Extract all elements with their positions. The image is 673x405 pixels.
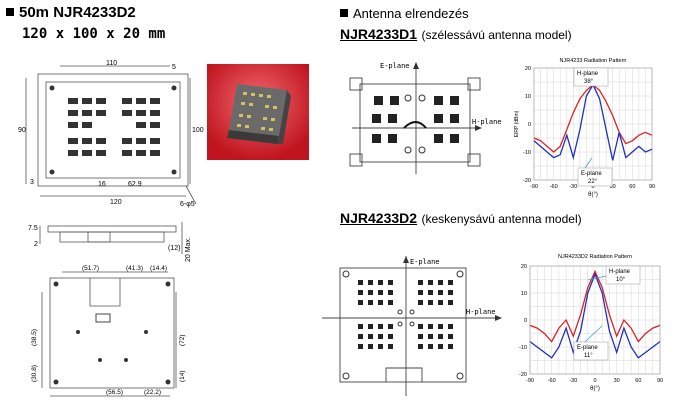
x-tick-label: 90 [657,378,663,384]
dim-22-2: (22.2) [144,389,161,396]
x-axis-label: θ(°) [590,386,600,392]
y-tick-label: 20 [525,66,531,72]
annotation-arrow [587,275,607,281]
dim-120: 120 [110,199,122,206]
y-axis-label: EIRP (dBm) [514,110,520,137]
x-tick-label: -90 [530,184,538,190]
y-tick-label: -10 [519,345,527,351]
y-tick-label: -20 [523,178,531,184]
chart-title: NJR4233 Radiation Pattern [560,58,627,64]
product-photo [207,64,309,160]
bottom-view-drawing: (51.7) (41.3) (14.4) (38.5) (30.8) (72) … [31,265,186,397]
annotation-text: E-plane [577,345,598,351]
annotation-value: 10° [616,277,626,283]
chart-title: NJR4233D2 Radiation Pattern [558,254,632,260]
dim-16: 16 [98,181,106,188]
dim-100: 100 [192,127,204,134]
d1-radiation-chart: NJR4233 Radiation Pattern -90 -60 -30 0 30 60 9… [514,58,655,198]
y-tick-label: -10 [523,150,531,156]
d2-radiation-chart: NJR4233D2 Radiation Pattern -90 -60 -30 0 30 6… [519,254,663,392]
annotation-value: 11° [584,353,593,359]
dim-51-7: (51.7) [82,265,99,272]
dimensions-label: 120 x 100 x 20 mm [22,26,166,42]
annotation-value: 22° [588,179,598,185]
annotation-box [577,167,613,187]
dim-14: (14) [179,370,186,382]
d1-h-plane-label: H-plane [472,118,502,126]
y-tick-label: 0 [524,318,527,324]
dim-38-5: (38.5) [31,329,38,346]
dim-5: 5 [172,64,176,71]
dim-110: 110 [106,60,117,67]
d2-h-plane-label: H-plane [466,308,496,316]
x-tick-label: -60 [548,378,556,384]
left-title-text: 50m NJR4233D2 [19,4,136,21]
y-tick-label: 10 [525,94,531,100]
annotation-box [573,67,609,87]
d1-heading: NJR4233D1 (szélessávú antenna model) [340,26,572,44]
y-tick-label: 20 [521,264,527,270]
dim-12: (12) [168,245,180,252]
dim-56-5: (56.5) [106,389,123,396]
annotation-text: H-plane [577,71,599,77]
x-tick-label: 60 [635,378,641,384]
top-view-drawing: 110 5 90 100 3 16 62.9 120 6-φ5 [18,60,204,208]
d1-antenna-diagram: E-plane H-plane [349,62,502,174]
dim-72: (72) [179,334,186,346]
annotation-text: H-plane [609,269,631,275]
d2-model: NJR4233D2 [340,210,418,226]
d2-e-plane-label: E-plane [410,258,440,266]
x-tick-label: -30 [569,184,577,190]
dim-3: 3 [30,179,34,186]
dim-hole: 6-φ5 [180,201,195,208]
dim-14-4: (14.4) [150,265,167,272]
bullet-square-icon [6,8,14,16]
product-photo-image [207,64,309,160]
dim-max: 20 Max. [185,237,192,262]
x-tick-label: 90 [649,184,655,190]
dim-62-9: 62.9 [128,181,142,188]
x-axis-label: θ(°) [588,192,598,198]
d2-antenna-diagram: E-plane H-plane [322,256,502,396]
side-view-drawing: 7.5 2 (12) 20 Max. [28,222,192,262]
section-title: Antenna elrendezés [340,6,469,21]
dim-41-3: (41.3) [126,265,143,272]
x-tick-label: 30 [614,378,620,384]
y-tick-label: -20 [519,372,527,378]
d1-model: NJR4233D1 [340,26,418,42]
section-title-text: Antenna elrendezés [353,6,469,21]
annotation-value: 38° [584,79,594,85]
x-tick-label: -90 [526,378,534,384]
d2-desc: (keskenysávú antenna model) [421,212,582,226]
d1-e-plane-label: E-plane [380,62,410,70]
d2-heading: NJR4233D2 (keskenysávú antenna model) [340,210,582,228]
y-tick-label: 0 [528,122,531,128]
dim-30-8: (30.8) [31,365,38,382]
x-tick-label: 30 [610,184,616,190]
x-tick-label: 60 [629,184,635,190]
annotation-box [573,341,609,361]
annotation-box [605,265,641,285]
y-tick-label: 10 [521,291,527,297]
series-line-e-plane [529,272,661,359]
dim-2: 2 [34,241,38,248]
x-tick-label: -60 [550,184,558,190]
x-tick-label: -30 [569,378,577,384]
annotation-text: E-plane [581,171,602,177]
dim-7-5: 7.5 [28,225,38,232]
x-tick-label: 0 [593,378,596,384]
d1-desc: (szélessávú antenna model) [421,28,572,42]
left-title: 50m NJR4233D2 [6,4,136,21]
x-tick-label: 0 [591,184,594,190]
bullet-square-icon [340,9,348,17]
dim-90: 90 [18,127,26,134]
series-line-h-plane [529,269,661,343]
